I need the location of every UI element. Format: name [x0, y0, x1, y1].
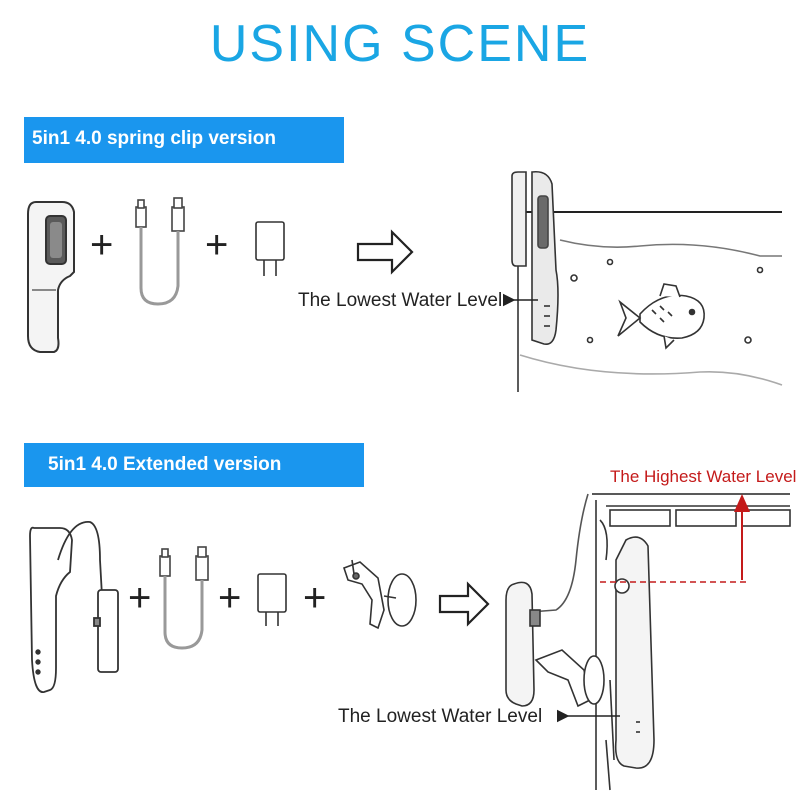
plus-sign: +	[90, 223, 114, 267]
section-banner-spring-clip: 5in1 4.0 spring clip version	[24, 117, 344, 163]
plus-sign: +	[128, 576, 152, 620]
highest-water-level-indicator	[600, 494, 750, 583]
fish-tank-icon	[511, 170, 783, 392]
lowest-water-level-label: The Lowest Water Level	[298, 290, 503, 311]
section-banner-label: 5in1 4.0 Extended version	[48, 454, 282, 475]
plus-sign: +	[218, 576, 242, 620]
suction-mount-icon	[342, 559, 417, 630]
section-banner-extended: 5in1 4.0 Extended version	[24, 443, 364, 487]
plus-sign: +	[303, 576, 327, 620]
spring-clip-device-icon	[27, 201, 75, 353]
fish-icon	[617, 283, 705, 350]
outline-arrow-icon	[438, 581, 490, 627]
usb-cable-icon	[135, 197, 185, 306]
extended-device-icon	[29, 521, 119, 693]
power-adapter-icon	[255, 221, 285, 276]
section-banner-label: 5in1 4.0 spring clip version	[32, 128, 276, 149]
outline-arrow-icon	[356, 229, 414, 275]
usb-cable-icon	[159, 546, 209, 650]
highest-water-level-label: The Highest Water Level	[610, 467, 797, 486]
page-title: USING SCENE	[209, 15, 591, 73]
lowest-water-level-label: The Lowest Water Level	[338, 706, 543, 727]
fish-tank-icon	[505, 493, 791, 791]
power-adapter-icon	[257, 573, 287, 626]
plus-sign: +	[205, 223, 229, 267]
